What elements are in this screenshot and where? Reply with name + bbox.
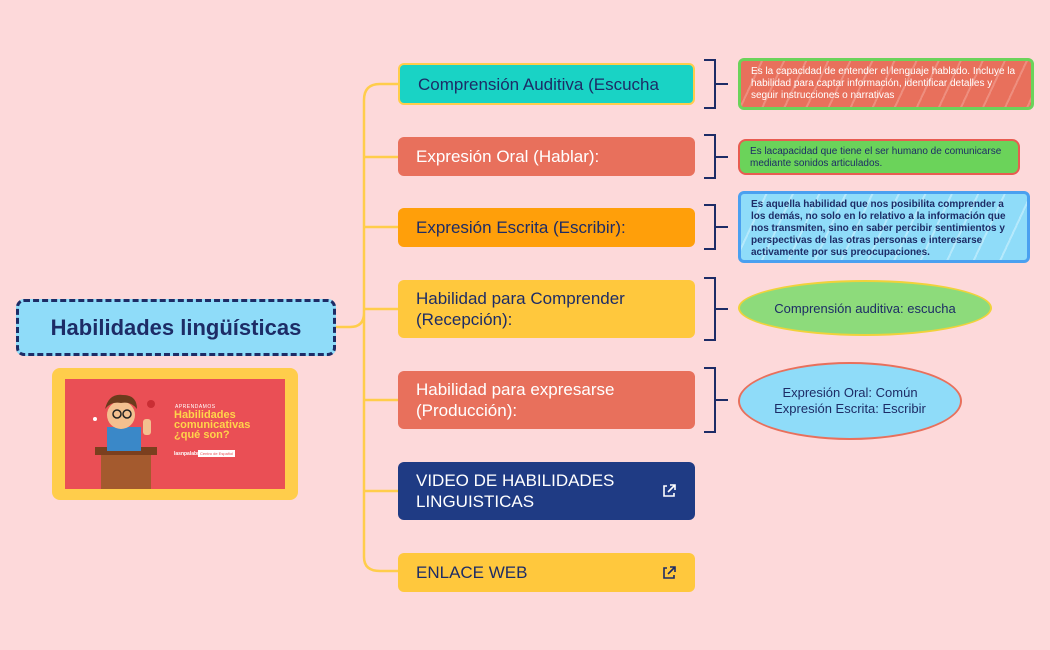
- thumbnail-small-text: APRENDAMOS: [175, 404, 216, 410]
- detail-text: Es la capacidad de entender el lenguaje …: [751, 66, 1016, 101]
- bracket-4: [704, 277, 728, 341]
- thumbnail-brand: lasnpalabras: [174, 451, 205, 457]
- topic-label: Comprensión Auditiva (Escucha: [418, 74, 659, 94]
- detail-expresion-oral[interactable]: Es lacapacidad que tiene el ser humano d…: [738, 139, 1020, 175]
- cartoon-presenter-icon: [93, 394, 157, 489]
- topic-enlace-web[interactable]: ENLACE WEB: [398, 553, 695, 592]
- detail-line-2: Expresión Escrita: Escribir: [774, 401, 926, 416]
- detail-produccion[interactable]: Expresión Oral: Común Expresión Escrita:…: [738, 362, 962, 440]
- topic-expresion-oral[interactable]: Expresión Oral (Hablar):: [398, 137, 695, 176]
- detail-recepcion[interactable]: Comprensión auditiva: escucha: [738, 280, 992, 336]
- bracket-2: [704, 134, 728, 179]
- thumbnail-tag: Centro de Español: [198, 450, 236, 457]
- external-link-icon[interactable]: [661, 565, 677, 581]
- detail-text: Es lacapacidad que tiene el ser humano d…: [750, 146, 1002, 169]
- detail-comprension-auditiva[interactable]: Es la capacidad de entender el lenguaje …: [738, 58, 1034, 110]
- video-thumbnail[interactable]: APRENDAMOS Habilidades comunicativas ¿qu…: [52, 368, 298, 500]
- topic-label: Expresión Escrita (Escribir):: [416, 218, 626, 237]
- root-topic[interactable]: Habilidades lingüísticas: [16, 299, 336, 356]
- topic-comprension-auditiva[interactable]: Comprensión Auditiva (Escucha: [398, 63, 695, 105]
- root-connector: [336, 82, 398, 573]
- detail-line-1: Expresión Oral: Común: [782, 385, 918, 400]
- topic-expresion-escrita[interactable]: Expresión Escrita (Escribir):: [398, 208, 695, 247]
- bracket-3: [704, 204, 728, 250]
- topic-habilidad-expresarse[interactable]: Habilidad para expresarse(Producción):: [398, 371, 695, 429]
- topic-habilidad-comprender[interactable]: Habilidad para Comprender(Recepción):: [398, 280, 695, 338]
- thumbnail-title: Habilidades comunicativas ¿qué son?: [174, 409, 251, 441]
- topic-label: Habilidad para Comprender(Recepción):: [416, 289, 625, 329]
- topic-label: Expresión Oral (Hablar):: [416, 147, 600, 166]
- root-label: Habilidades lingüísticas: [50, 314, 302, 340]
- detail-text: Comprensión auditiva: escucha: [774, 300, 956, 316]
- bracket-1: [704, 59, 728, 109]
- detail-expresion-escrita[interactable]: Es aquella habilidad que nos posibilita …: [738, 191, 1030, 263]
- thumbnail-image: APRENDAMOS Habilidades comunicativas ¿qu…: [65, 379, 285, 489]
- topic-label: ENLACE WEB: [416, 563, 528, 582]
- topic-label: Habilidad para expresarse(Producción):: [416, 380, 615, 420]
- external-link-icon[interactable]: [661, 483, 677, 499]
- bracket-5: [704, 367, 728, 433]
- detail-text: Es aquella habilidad que nos posibilita …: [751, 199, 1006, 258]
